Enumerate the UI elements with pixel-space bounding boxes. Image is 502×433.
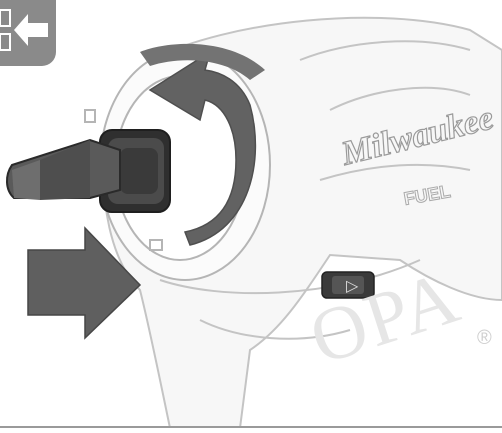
switch-symbol: ▷	[346, 278, 359, 295]
push-arrow	[27, 226, 142, 340]
back-arrow-icon	[0, 9, 48, 51]
rotation-arrow	[140, 43, 265, 246]
hex-bit	[6, 129, 171, 213]
direction-switch: ▷	[321, 271, 375, 299]
bottom-divider	[0, 426, 502, 428]
registered-mark: ®	[477, 327, 492, 349]
nav-badge[interactable]	[0, 0, 56, 66]
